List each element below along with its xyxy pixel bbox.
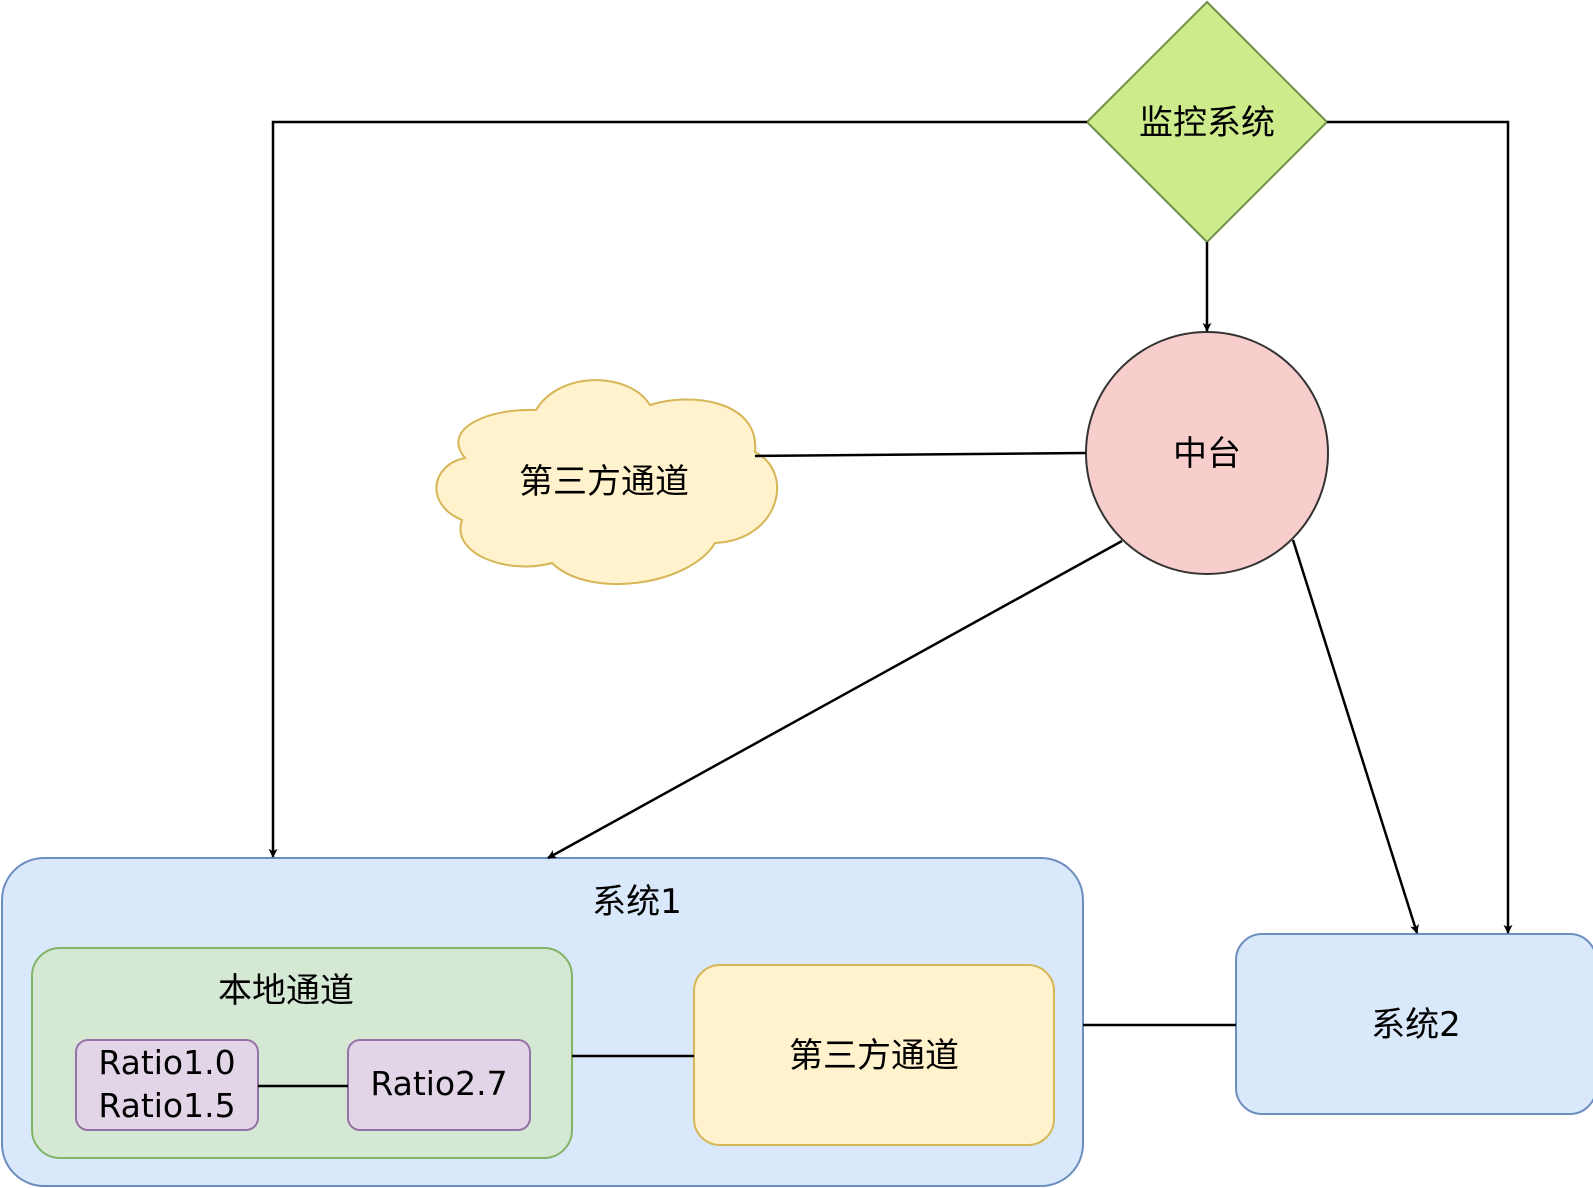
third-party-cloud-node[interactable]: 第三方通道 [435, 379, 779, 586]
edges [258, 120, 1513, 1088]
local-channel-label: 本地通道 [218, 971, 354, 1011]
middle-platform-label: 中台 [1173, 434, 1241, 474]
third-party-cloud-label: 第三方通道 [519, 462, 689, 502]
third-party-cloud-shape [435, 379, 779, 586]
middle-platform-node[interactable]: 中台 [1085, 331, 1329, 575]
third-party-box-node[interactable]: 第三方通道 [693, 964, 1055, 1146]
ratio-a-node[interactable]: Ratio1.0 Ratio1.5 [75, 1039, 259, 1131]
edge-middle-platform-to-system2 [1291, 539, 1419, 934]
edge-monitor-to-system2 [1327, 120, 1513, 934]
monitor-node[interactable]: 监控系统 [1085, 0, 1329, 244]
monitor-label: 监控系统 [1139, 103, 1275, 143]
system2-node[interactable]: 系统2 [1235, 933, 1593, 1115]
edge-cloud-to-middle-platform [754, 451, 1087, 458]
ratio-a-line-1: Ratio1.0 [98, 1043, 235, 1082]
ratio-b-label: Ratio2.7 [370, 1064, 507, 1103]
ratio-b-node[interactable]: Ratio2.7 [347, 1039, 531, 1131]
edge-middle-platform-to-system1 [547, 539, 1123, 860]
edge-monitor-to-system1 [268, 120, 1087, 858]
third-party-box-label: 第三方通道 [789, 1036, 959, 1076]
ratio-a-line-2: Ratio1.5 [98, 1086, 235, 1125]
system1-label: 系统1 [592, 882, 682, 922]
system2-label: 系统2 [1371, 1005, 1461, 1045]
